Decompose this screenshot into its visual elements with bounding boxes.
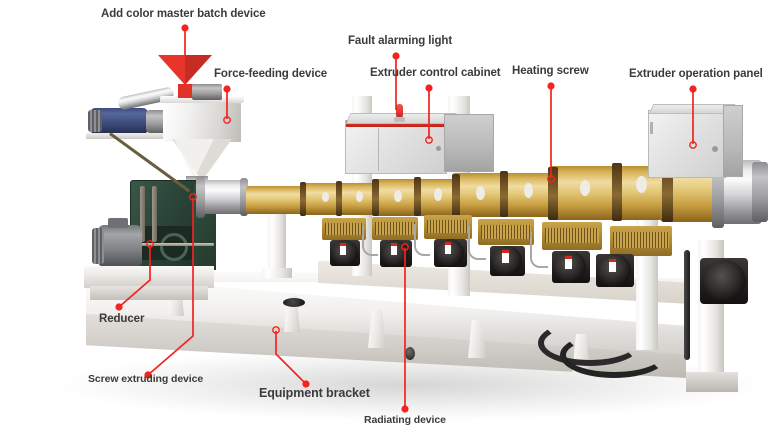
motor-mount-plate xyxy=(86,133,172,139)
main-drive-motor xyxy=(98,225,142,267)
callout-label-heating-screw: Heating screw xyxy=(512,65,589,77)
callout-label-radiating-device: Radiating device xyxy=(364,414,446,426)
control-cabinet-accent-band xyxy=(346,121,444,127)
blower-wire-1 xyxy=(362,226,378,256)
bracket-rib-3 xyxy=(368,310,386,348)
heater-vent-5 xyxy=(545,228,599,243)
main-motor-fins xyxy=(92,228,104,264)
die-head-endcap xyxy=(752,162,768,222)
heater-vent-6 xyxy=(613,232,669,248)
thermocouple-nub-6 xyxy=(524,183,533,198)
barrel-band-6 xyxy=(500,171,508,217)
barrel-band-1 xyxy=(300,182,306,216)
color-masterbatch-funnel xyxy=(158,55,212,85)
thermocouple-nub-7 xyxy=(580,180,590,196)
operation-panel-hinge xyxy=(650,122,653,134)
gearbox-pedestal xyxy=(84,266,214,288)
barrel-band-3 xyxy=(372,179,379,216)
cooling-duct-hose-2 xyxy=(560,332,668,378)
radiating-blower-7 xyxy=(704,260,746,302)
support-column-5-base xyxy=(686,372,738,392)
blower-wire-4 xyxy=(530,232,548,268)
blower-wire-3 xyxy=(468,226,486,260)
control-cabinet-side xyxy=(444,114,494,172)
blower-label-5 xyxy=(565,256,572,269)
heater-vent-2 xyxy=(375,222,415,235)
barrel-band-8 xyxy=(612,163,622,221)
thermocouple-nub-3 xyxy=(394,190,402,202)
heater-vent-4 xyxy=(481,225,531,239)
blower-label-1 xyxy=(340,243,346,255)
extruder-control-cabinet xyxy=(345,120,447,174)
main-motor-terminal-box xyxy=(108,218,128,228)
control-cabinet-door-seam xyxy=(378,128,379,171)
barrel-band-5 xyxy=(452,174,460,217)
force-feeding-hopper-body xyxy=(163,100,241,142)
screw-flange-left xyxy=(196,176,205,218)
fault-alarming-light xyxy=(396,104,403,118)
barrel-band-9 xyxy=(662,160,673,222)
callout-label-reducer: Reducer xyxy=(99,313,145,325)
blower-label-2 xyxy=(391,243,397,255)
barrel-band-7 xyxy=(548,167,558,220)
bracket-rib-4 xyxy=(468,320,486,358)
thermocouple-nub-2 xyxy=(356,191,363,202)
force-feeding-hopper-cone-hilite xyxy=(174,139,214,179)
masterbatch-funnel-shade xyxy=(185,55,212,85)
support-column-1-foot xyxy=(262,268,292,278)
masterbatch-mixer-box xyxy=(192,84,222,100)
barrel-band-4 xyxy=(414,177,421,216)
fault-alarming-light-base xyxy=(394,117,405,122)
power-conduit xyxy=(684,250,690,360)
gearbox-pedestal-foot xyxy=(90,286,208,300)
color-masterbatch-neck xyxy=(178,84,193,98)
screw-flange-right xyxy=(240,178,248,216)
operation-panel-latch xyxy=(712,146,718,152)
thermocouple-nub-4 xyxy=(434,188,442,201)
blower-label-4 xyxy=(502,250,509,263)
callout-label-fault-alarming-light: Fault alarming light xyxy=(348,35,453,47)
blower-label-3 xyxy=(445,242,451,254)
screw-extruding-device xyxy=(198,180,246,214)
extruder-operation-panel xyxy=(648,110,726,178)
support-column-1 xyxy=(268,210,286,274)
thermocouple-nub-8 xyxy=(636,176,647,193)
bracket-bolt-hole xyxy=(405,347,415,360)
barrel-section-1 xyxy=(300,183,384,215)
callout-label-extruder-operation-panel: Extruder operation panel xyxy=(629,68,763,80)
thermocouple-nub-1 xyxy=(322,192,329,202)
blower-label-6 xyxy=(609,259,616,272)
bracket-cable-grommet xyxy=(283,298,305,307)
callout-label-equipment-bracket: Equipment bracket xyxy=(259,386,370,400)
heater-vent-3 xyxy=(427,220,469,233)
callout-label-extruder-control-cabinet: Extruder control cabinet xyxy=(370,67,501,79)
callout-label-screw-extruding-device: Screw extruding device xyxy=(88,373,204,385)
reducer-oil-pipe-2 xyxy=(152,186,157,242)
operation-panel-side xyxy=(723,105,743,177)
control-cabinet-latch xyxy=(436,146,441,151)
callout-label-add-color-master-batch-device: Add color master batch device xyxy=(101,8,266,20)
heater-vent-1 xyxy=(325,223,363,235)
blower-wire-2 xyxy=(414,224,430,256)
barrel-band-2 xyxy=(336,181,342,216)
reducer-shaft-ring xyxy=(160,233,188,261)
feeder-motor-fins xyxy=(88,110,102,132)
reducer-oil-pipe xyxy=(140,186,145,242)
thermocouple-nub-5 xyxy=(476,186,485,200)
callout-label-force-feeding-device: Force-feeding device xyxy=(214,68,328,80)
